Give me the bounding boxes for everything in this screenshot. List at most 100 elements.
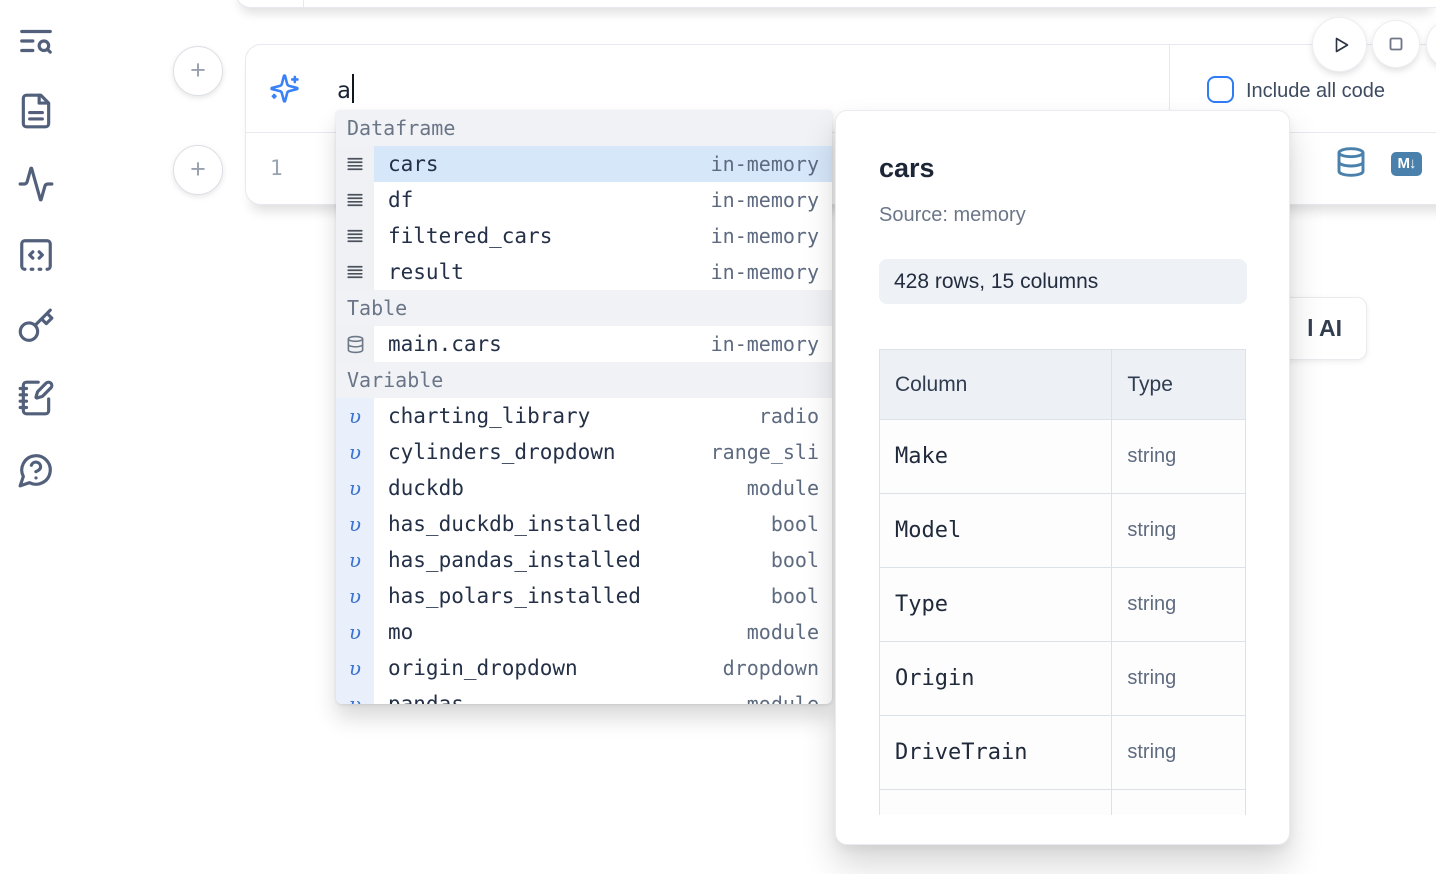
variable-icon: υ xyxy=(336,650,374,686)
code-cell[interactable]: 1 M↓ xyxy=(246,133,1436,205)
file-text-icon[interactable] xyxy=(17,92,55,130)
completion-item-name: charting_library xyxy=(388,404,591,428)
variable-icon: υ xyxy=(336,614,374,650)
completion-item-detail: module xyxy=(746,476,819,500)
column-name-cell: Make xyxy=(880,420,1113,494)
include-all-code-label: Include all code xyxy=(1246,80,1385,102)
markdown-icon[interactable]: M↓ xyxy=(1391,152,1422,176)
completion-item-detail: in-memory xyxy=(710,332,819,356)
table-header-cell: Column xyxy=(880,350,1113,420)
rows-icon xyxy=(336,146,374,182)
column-type-cell: string xyxy=(1112,568,1246,642)
sparkles-icon xyxy=(269,73,300,104)
completion-item-detail: in-memory xyxy=(710,152,819,176)
completion-item-name: has_polars_installed xyxy=(388,584,641,608)
completion-item[interactable]: υ has_polars_installed bool xyxy=(336,578,832,614)
completion-item-name: pandas xyxy=(388,692,464,704)
prompt-divider xyxy=(1169,45,1170,132)
preview-panel: cars Source: memory 428 rows, 15 columns… xyxy=(835,110,1290,845)
completion-item-detail: in-memory xyxy=(710,188,819,212)
table-row-partial xyxy=(880,790,1246,815)
completion-item-detail: module xyxy=(746,620,819,644)
variable-icon: υ xyxy=(336,434,374,470)
completion-item-detail: bool xyxy=(770,512,819,536)
key-icon[interactable] xyxy=(17,307,55,345)
database-icon[interactable] xyxy=(1335,146,1367,180)
completion-item-name: result xyxy=(388,260,464,284)
completion-item[interactable]: cars in-memory xyxy=(336,146,832,182)
run-button[interactable] xyxy=(1313,18,1366,71)
code-snippets-icon[interactable] xyxy=(17,236,55,274)
column-type-cell: string xyxy=(1112,494,1246,568)
column-name-cell: Model xyxy=(880,494,1113,568)
completion-item-detail: bool xyxy=(770,584,819,608)
variable-icon: υ xyxy=(336,470,374,506)
completion-item-name: duckdb xyxy=(388,476,464,500)
panel-shape-badge: 428 rows, 15 columns xyxy=(879,259,1247,304)
table-header-cell: Type xyxy=(1112,350,1246,420)
column-type-cell: string xyxy=(1112,716,1246,790)
variable-icon: υ xyxy=(336,578,374,614)
completion-item-name: cars xyxy=(388,152,439,176)
completion-item-detail: dropdown xyxy=(722,656,819,680)
column-type-cell: string xyxy=(1112,420,1246,494)
variable-icon: υ xyxy=(336,542,374,578)
variable-icon: υ xyxy=(336,506,374,542)
stop-icon xyxy=(1389,37,1403,51)
sidebar xyxy=(0,0,72,874)
column-name-cell: DriveTrain xyxy=(880,716,1113,790)
completion-item-name: has_duckdb_installed xyxy=(388,512,641,536)
add-cell-button-top[interactable]: + xyxy=(173,46,223,96)
line-number: 1 xyxy=(270,156,283,180)
panel-title: cars xyxy=(879,153,935,183)
completion-item[interactable]: main.cars in-memory xyxy=(336,326,832,362)
completion-item[interactable]: υ has_duckdb_installed bool xyxy=(336,506,832,542)
text-caret xyxy=(351,74,354,103)
ai-prompt-input[interactable]: a xyxy=(337,74,354,104)
completion-item-name: main.cars xyxy=(388,332,502,356)
text-search-icon[interactable] xyxy=(17,22,55,60)
variable-icon: υ xyxy=(336,686,374,704)
completion-item[interactable]: result in-memory xyxy=(336,254,832,290)
completion-item-detail: in-memory xyxy=(710,224,819,248)
partial-edge-button[interactable] xyxy=(1427,21,1436,67)
rows-icon xyxy=(336,218,374,254)
completion-item[interactable]: υ origin_dropdown dropdown xyxy=(336,650,832,686)
add-cell-button-bottom[interactable]: + xyxy=(173,145,223,195)
completion-item-detail: module xyxy=(746,692,819,704)
column-name-cell: Type xyxy=(880,568,1113,642)
database-icon xyxy=(336,326,374,362)
completion-item[interactable]: υ pandas module xyxy=(336,686,832,704)
completion-item-name: origin_dropdown xyxy=(388,656,578,680)
stop-button[interactable] xyxy=(1373,21,1419,67)
completion-item[interactable]: df in-memory xyxy=(336,182,832,218)
completion-item-detail: in-memory xyxy=(710,260,819,284)
completion-item-name: mo xyxy=(388,620,414,644)
notebook-pen-icon[interactable] xyxy=(17,379,55,417)
completion-item-detail: radio xyxy=(758,404,819,428)
activity-icon[interactable] xyxy=(17,165,55,203)
include-all-code-checkbox[interactable] xyxy=(1207,76,1234,103)
help-chat-icon[interactable] xyxy=(17,451,55,489)
column-type-cell: string xyxy=(1112,642,1246,716)
previous-cell-gutter-divider xyxy=(303,0,304,7)
completion-item-name: df xyxy=(388,188,414,212)
panel-source: Source: memory xyxy=(879,204,1026,226)
completion-section-header: Dataframe xyxy=(336,110,832,146)
rows-icon xyxy=(336,182,374,218)
